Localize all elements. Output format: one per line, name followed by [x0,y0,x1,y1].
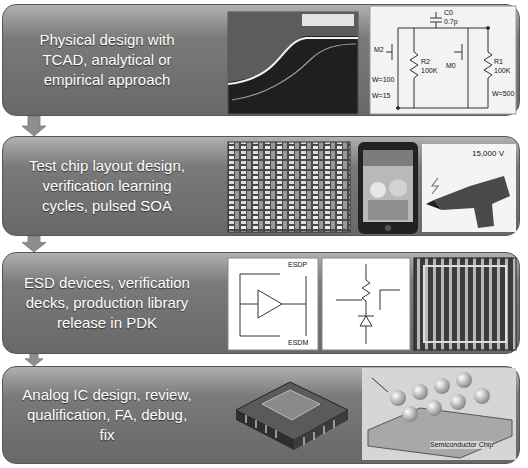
step-text: Physical design with TCAD, analytical or… [19,30,195,90]
process-band: ESD devices, verification decks, product… [2,252,520,354]
process-band: Physical design with TCAD, analytical or… [2,4,520,116]
process-band: Test chip layout design, verification le… [2,136,520,236]
part-label: R1 [494,58,503,66]
dimension-label: W=100 [372,76,394,84]
device-label: ESDM [288,339,308,347]
process-band: Analog IC design, review, qualification,… [2,366,520,464]
esd-layout [414,258,516,350]
flow-arrow [25,354,43,366]
part-label: M0 [446,62,456,70]
part-label: M2 [374,46,384,54]
voltage-label: 15,000 V [472,150,504,159]
test-chip-layout [228,142,350,232]
part-label: R2 [421,58,430,66]
phone-picture [358,142,418,234]
step-text: Test chip layout design, verification le… [19,156,195,216]
callout-label: Semiconductor Chip [430,441,493,449]
esd-circuit [322,258,410,350]
ic-chip [236,382,348,450]
flow-arrow [22,236,46,252]
step-text: Analog IC design, review, qualification,… [19,385,195,445]
value-label: 100K [494,67,510,75]
tcad-cross-section [228,12,358,114]
value-label: 0.7p [444,18,458,26]
value-label: 100K [421,67,437,75]
esd-schematic [228,258,318,350]
part-label: C0 [444,9,453,17]
dimension-label: W=500 [492,90,514,98]
circuit-schematic [370,6,516,114]
dimension-label: W=15 [372,92,390,100]
esd-gun [422,144,516,232]
device-label: ESDP [288,261,307,269]
flow-arrow [22,116,46,136]
step-text: ESD devices, verification decks, product… [19,273,195,333]
bump-cross-section [362,368,516,460]
